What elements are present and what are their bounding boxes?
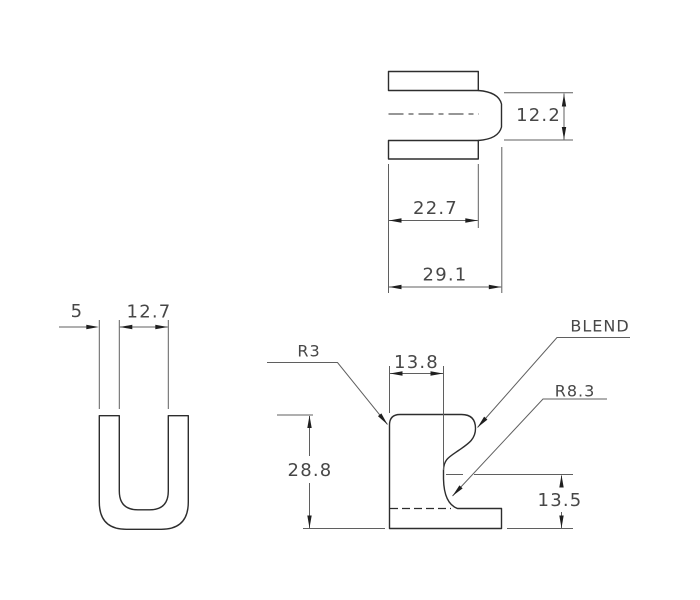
dim-width-29-1: 29.1 (389, 147, 503, 293)
leader-r8-3: R8.3 (452, 382, 607, 497)
arrowhead (389, 218, 402, 223)
dim-label-13-8: 13.8 (394, 352, 439, 373)
dim-label-13-5: 13.5 (538, 490, 583, 511)
arrowhead (465, 218, 478, 223)
arrowhead (561, 94, 567, 107)
arrowhead (390, 371, 403, 376)
leader-line (267, 362, 388, 425)
arrowhead (119, 324, 133, 330)
label-r3: R3 (297, 342, 320, 361)
dim-height-28-8: 28.8 (277, 414, 385, 529)
arrowhead (389, 284, 402, 290)
front-view-u-channel: 5 12.7 (59, 301, 189, 530)
leader-line (477, 337, 630, 428)
leader-r3: R3 (267, 342, 388, 425)
dim-label-28-8: 28.8 (288, 460, 333, 481)
part-outline-bottom-flange (387, 139, 479, 160)
dim-label-5: 5 (71, 301, 84, 322)
arrowhead (561, 127, 567, 140)
dim-label-12-2: 12.2 (516, 105, 561, 126)
dim-width-22-7: 22.7 (388, 164, 479, 293)
arrowhead (307, 415, 312, 428)
dim-label-29-1: 29.1 (423, 265, 468, 286)
dim-height-12-2: 12.2 (504, 92, 573, 141)
part-outline-u-channel (98, 415, 189, 530)
arrowhead (377, 413, 388, 425)
top-view: 12.2 22.7 29.1 (387, 70, 573, 293)
label-blend: BLEND (570, 317, 629, 336)
arrowhead (307, 515, 312, 528)
arrowhead (86, 324, 99, 330)
arrowhead (430, 371, 443, 376)
arrowhead (477, 416, 488, 428)
dim-thickness-5: 5 (59, 301, 99, 330)
side-view: 13.8 28.8 13.5 R3 (267, 317, 630, 530)
part-outline-side-profile (388, 413, 503, 530)
arrowhead (488, 284, 502, 290)
dim-width-12-7: 12.7 (119, 302, 172, 330)
dim-width-13-8: 13.8 (389, 352, 444, 470)
label-r8-3: R8.3 (555, 382, 596, 401)
leader-line (452, 398, 607, 497)
part-outline-top-flange (387, 70, 479, 92)
dim-height-13-5: 13.5 (446, 474, 583, 529)
arrowhead (559, 515, 564, 528)
leader-blend: BLEND (477, 317, 630, 428)
dim-label-22-7: 22.7 (413, 198, 458, 219)
dim-label-12-7: 12.7 (127, 302, 172, 323)
arrowhead (155, 324, 168, 330)
part-outline-blend-profile (477, 89, 503, 142)
arrowhead (452, 485, 463, 496)
arrowhead (559, 475, 564, 488)
